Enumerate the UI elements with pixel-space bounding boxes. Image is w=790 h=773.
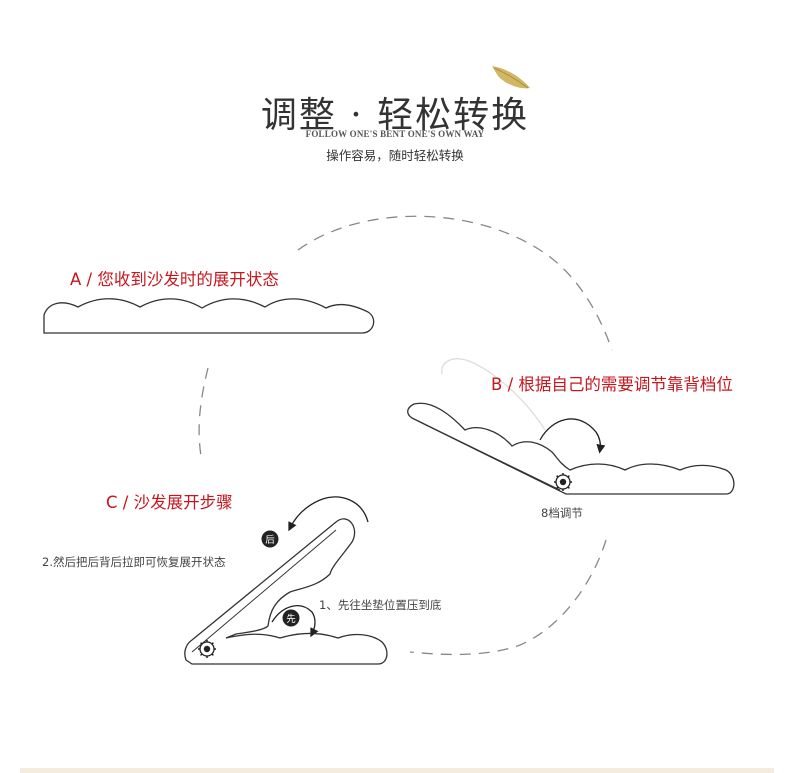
gear-icon [198,640,216,658]
page-title: 调整 · 轻松转换 [260,95,530,136]
state-b-label: B / 根据自己的需要调节靠背档位 [491,375,733,394]
badge-first: 先 [286,613,296,625]
dashed-arc-top [297,215,613,351]
state-b-note: 8档调节 [541,506,583,520]
state-a-label: A / 您收到沙发时的展开状态 [70,270,279,289]
gear-icon [554,473,572,491]
sofa-flat-a [43,298,375,334]
leaf-icon [492,66,530,89]
dashed-arc-left [198,367,209,463]
state-c-step2: 2.然后把后背后拉即可恢复展开状态 [42,555,226,569]
sofa-fold-c: 后 先 [184,496,388,665]
bottom-divider [20,768,774,773]
page-subtitle-cn: 操作容易，随时轻松转换 [326,148,464,163]
dashed-arc-right [409,539,607,656]
sofa-recline-b [407,358,735,495]
page-subtitle-en: FOLLOW ONE'S BENT ONE'S OWN WAY [305,129,485,139]
state-c-step1: 1、先往坐垫位置压到底 [319,598,442,612]
state-c-label: C / 沙发展开步骤 [106,493,233,512]
badge-after: 后 [265,535,275,546]
